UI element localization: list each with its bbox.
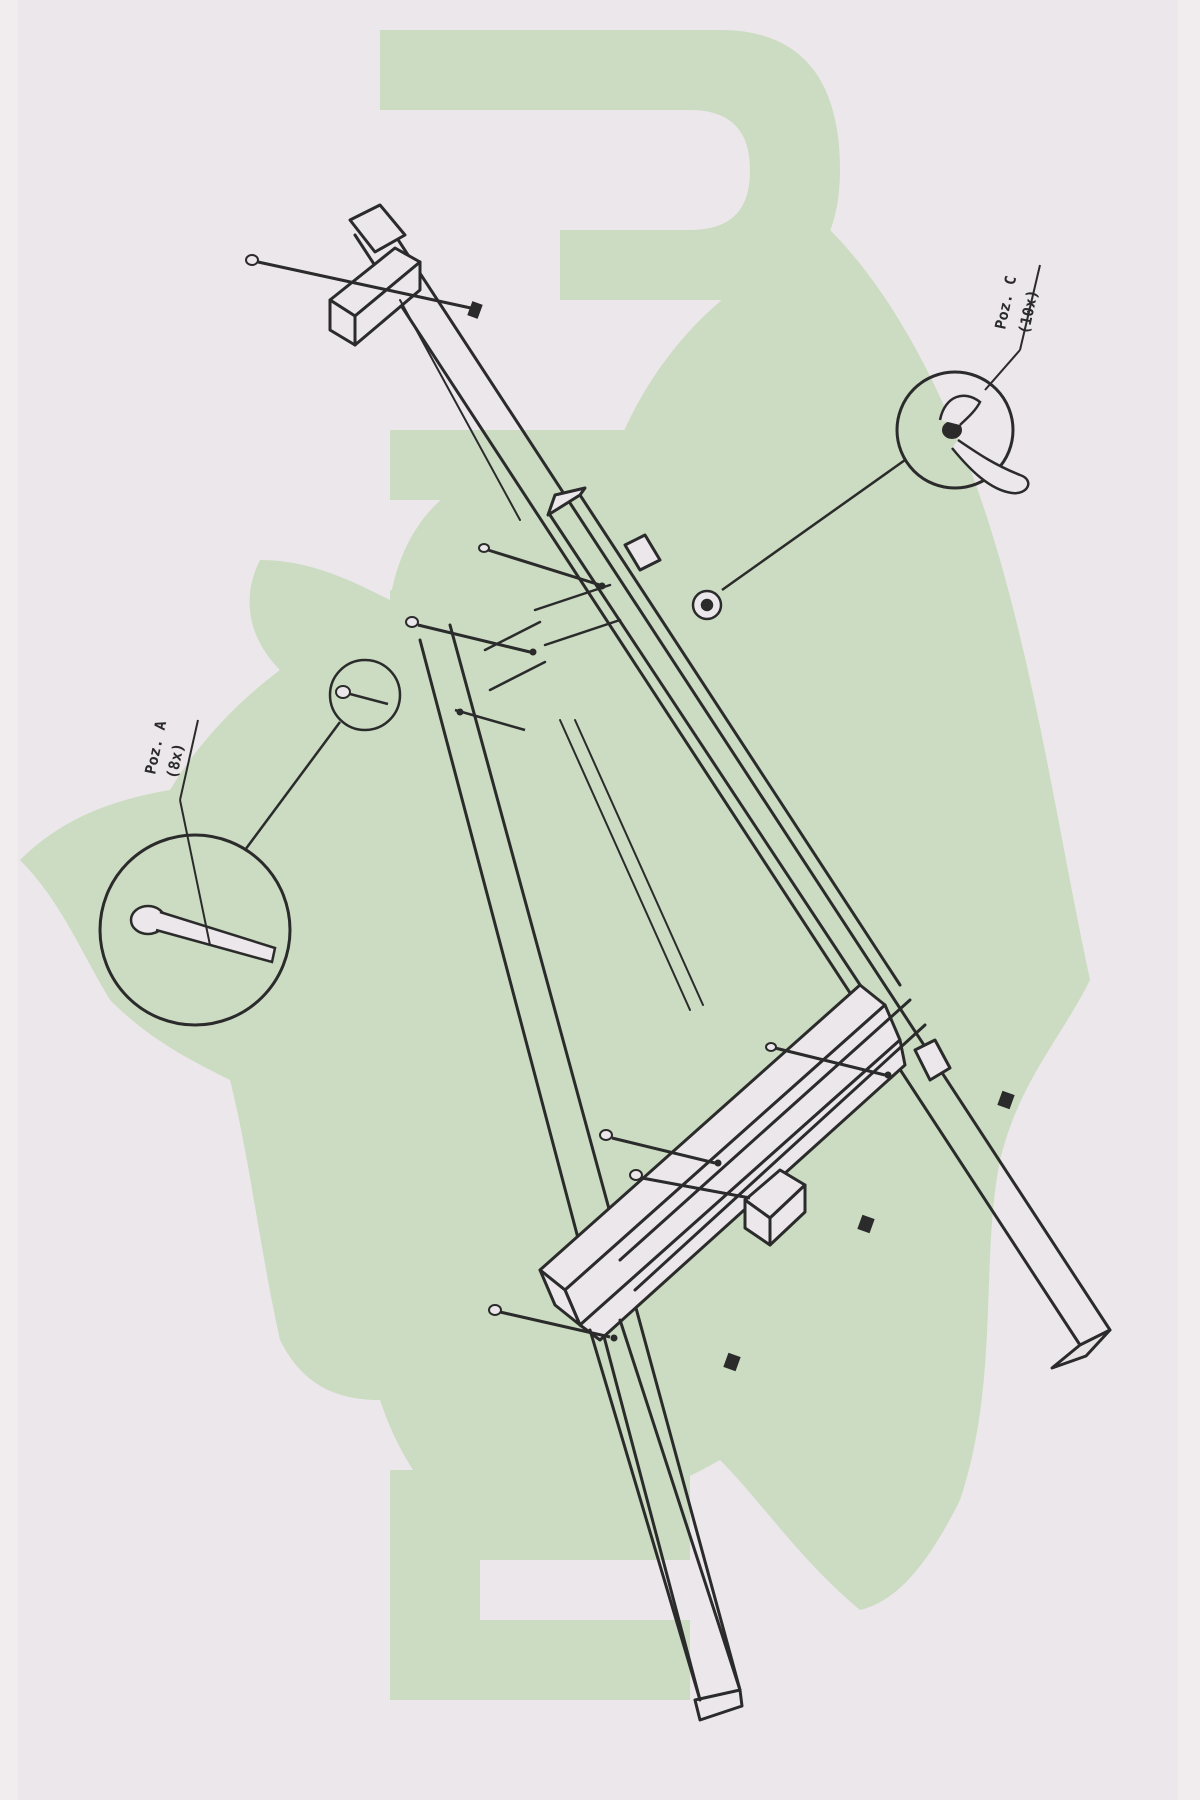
easel-right-leg xyxy=(546,486,902,1002)
callout-a-small-bolt xyxy=(335,685,389,706)
bolt-lower-1 xyxy=(765,1042,1015,1110)
callout-c-leader xyxy=(721,458,906,592)
callout-a-underline xyxy=(179,719,199,801)
callout-c xyxy=(721,264,1041,592)
bolt-lower-4 xyxy=(488,1304,741,1372)
callout-c-pointer xyxy=(984,349,1021,391)
watermark-logo xyxy=(20,30,1090,1700)
easel-rear-leg xyxy=(353,233,1112,1370)
bolt-upper-1 xyxy=(478,543,606,590)
bolt-icon xyxy=(129,904,277,964)
easel-drawing xyxy=(328,203,1112,1722)
callout-c-quantity: (10x) xyxy=(1015,288,1042,336)
easel-side-block xyxy=(913,1038,952,1082)
wing-nut-icon xyxy=(938,394,1030,495)
watermark-letter-bottom xyxy=(390,1470,690,1700)
bolt-lower-3 xyxy=(629,1169,875,1234)
callout-a xyxy=(98,658,402,1027)
easel-lower-section xyxy=(588,1318,742,1702)
callout-a-small-circle xyxy=(328,658,402,732)
easel-center-groove xyxy=(399,299,521,521)
callout-c-underline xyxy=(1019,264,1041,351)
callout-c-large-circle xyxy=(895,370,1015,490)
watermark-bar-1 xyxy=(390,430,630,500)
bolts xyxy=(245,254,1015,1372)
wing-nut-small xyxy=(691,589,723,621)
callout-c-name: Poz. C xyxy=(991,274,1020,331)
bolt-upper-3 xyxy=(454,708,526,732)
callout-a-pointer xyxy=(179,799,211,946)
bolt-top xyxy=(245,254,483,319)
bolt-upper-2 xyxy=(405,616,537,656)
bolt-lower-2 xyxy=(599,1129,722,1167)
easel-tray xyxy=(538,983,927,1342)
watermark-bar-2 xyxy=(390,590,630,650)
easel-head-block xyxy=(328,203,422,347)
watermark-letter-top xyxy=(380,30,840,300)
easel-tray-clamp xyxy=(743,1168,807,1247)
callout-a-leader xyxy=(243,721,342,851)
easel-left-leg xyxy=(418,623,744,1722)
easel-upper-braces xyxy=(483,583,622,692)
watermark-bar-3 xyxy=(390,760,630,820)
callout-a-large-circle xyxy=(98,833,292,1027)
